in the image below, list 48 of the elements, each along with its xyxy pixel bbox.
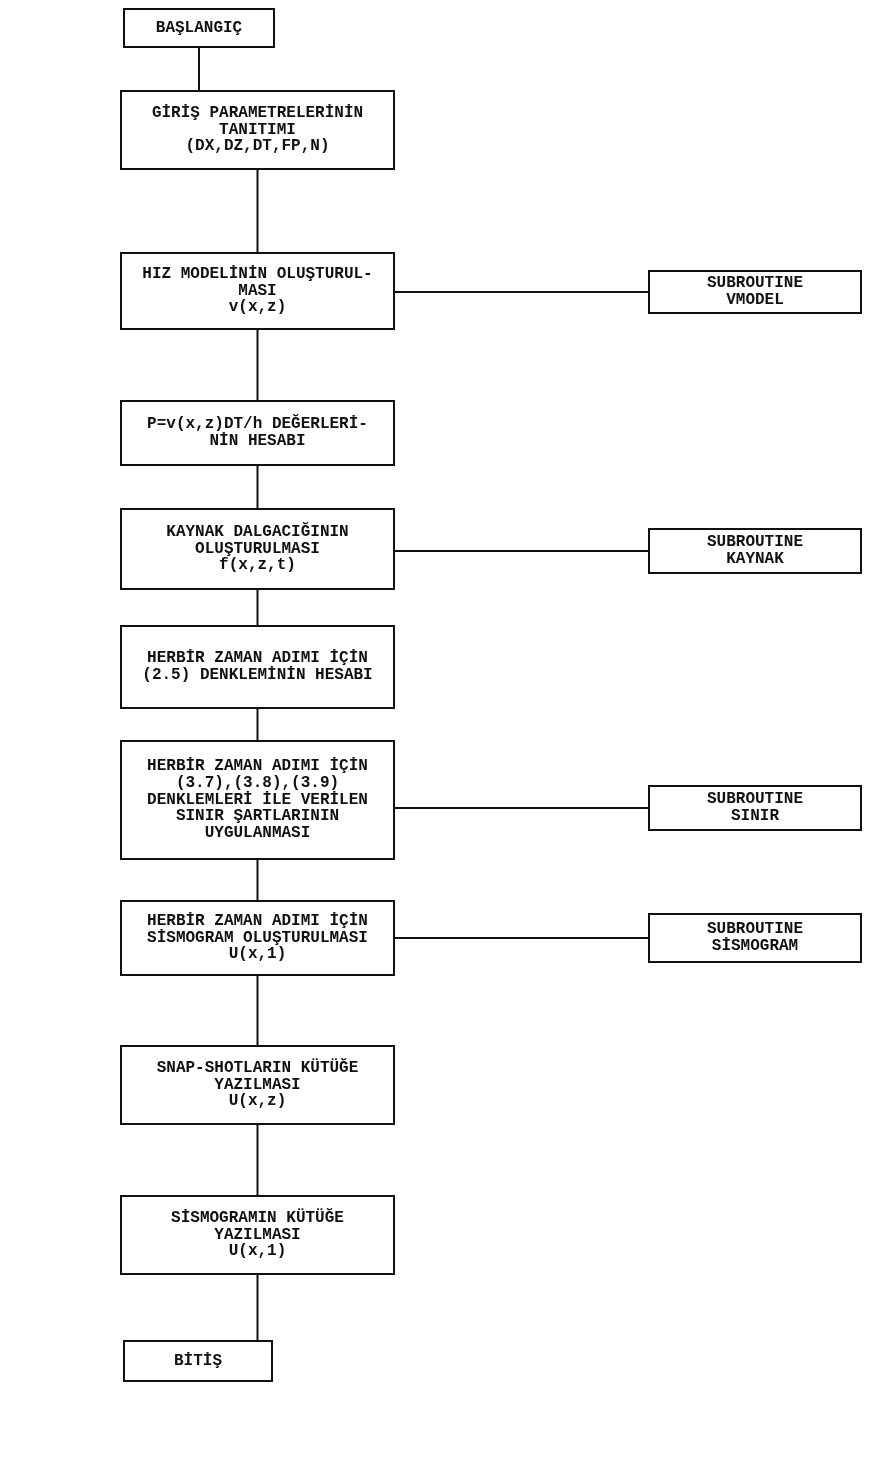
connector-line	[394, 807, 649, 809]
process-box	[120, 90, 395, 170]
connector-line	[394, 550, 649, 552]
box-text: U(x,1)	[228, 946, 287, 964]
box-text: GİRİŞ PARAMETRELERİNİN TANITIMI	[150, 104, 365, 139]
connector-line	[394, 291, 649, 293]
connector-line	[256, 1274, 259, 1341]
box-text: SİSMOGRAMIN KÜTÜĞE YAZILMASI	[170, 1209, 345, 1244]
process-box	[120, 252, 395, 330]
process-box	[123, 8, 275, 48]
process-box	[120, 400, 395, 466]
box-text: BİTİŞ	[174, 1352, 222, 1370]
box-text: HERBİR ZAMAN ADIMI İÇİN SİSMOGRAM OLUŞTURULMASI	[146, 912, 369, 947]
connector-line	[394, 937, 649, 939]
process-box	[120, 740, 395, 860]
connector-line	[256, 859, 259, 901]
process-box	[123, 1340, 273, 1382]
box-text: f(x,z,t)	[219, 557, 296, 575]
connector-line	[256, 329, 259, 401]
subroutine-box	[648, 785, 862, 831]
subroutine-box	[648, 528, 862, 574]
box-text: SNAP-SHOTLARIN KÜTÜĞE YAZILMASI	[155, 1059, 360, 1094]
box-text: P=v(x,z)DT/h DEĞERLERİ- NİN HESABI	[146, 416, 369, 450]
connector-line	[256, 1124, 259, 1196]
process-box	[120, 625, 395, 709]
process-box	[120, 508, 395, 590]
connector-line	[256, 708, 259, 741]
connector-line	[198, 47, 200, 91]
subroutine-box	[648, 270, 862, 314]
connector-line	[256, 465, 259, 509]
box-text: SUBROUTINE SİSMOGRAM	[706, 921, 804, 955]
connector-line	[256, 589, 259, 626]
box-text: SUBROUTINE KAYNAK	[706, 534, 804, 568]
subroutine-box	[648, 913, 862, 963]
box-text: SUBROUTINE VMODEL	[706, 275, 804, 309]
connector-line	[256, 975, 259, 1046]
box-text: SUBROUTINE SINIR	[706, 791, 804, 825]
process-box	[120, 1045, 395, 1125]
box-text: HERBİR ZAMAN ADIMI İÇİN (3.7),(3.8),(3.9) DENKLEMLERİ İLE VERİLEN SINIR ŞARTLARININ UYGULANMASI	[146, 758, 369, 842]
process-box	[120, 1195, 395, 1275]
box-text: v(x,z)	[228, 299, 287, 317]
box-text: HERBİR ZAMAN ADIMI İÇİN (2.5) DENKLEMİNİN HESABI	[141, 650, 374, 684]
process-box	[120, 900, 395, 976]
box-text: (DX,DZ,DT,FP,N)	[185, 138, 330, 156]
connector-line	[256, 169, 259, 253]
box-text: U(x,z)	[228, 1093, 287, 1111]
box-text: U(x,1)	[228, 1243, 287, 1261]
box-text: BAŞLANGIÇ	[155, 19, 243, 37]
